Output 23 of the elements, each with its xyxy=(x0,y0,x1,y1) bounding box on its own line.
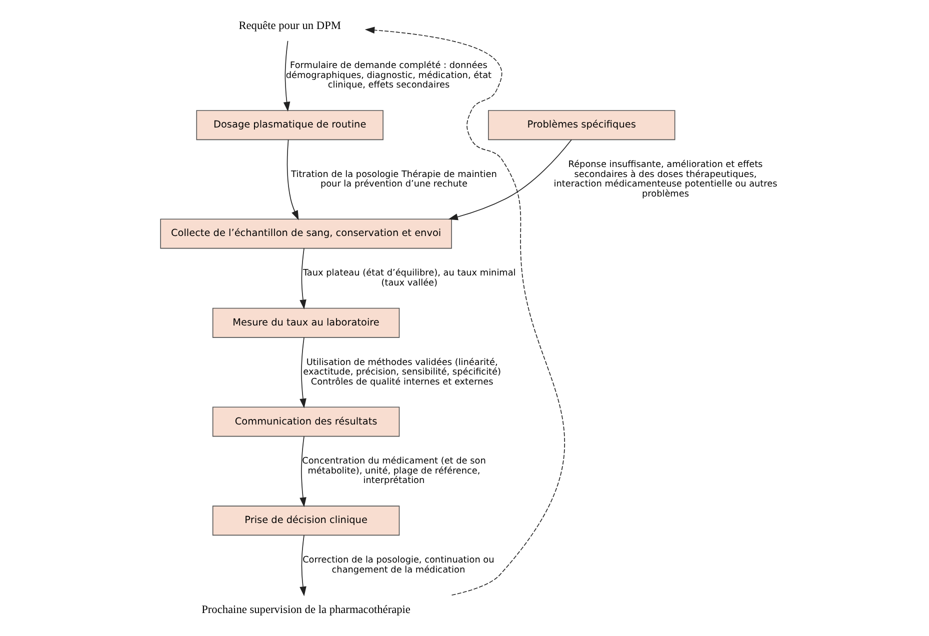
node-text: Prochaine supervision de la pharmacothérapie xyxy=(202,604,410,616)
arrow xyxy=(300,436,306,508)
edge-label: Réponse insuffisante, amélioration et effets secondaires à des doses thérapeutiques, interaction médicamenteuse potentielle ou autres problèmes xyxy=(554,160,778,200)
arrow xyxy=(448,139,572,220)
node-box: Problèmes spécifiques xyxy=(488,110,676,140)
edge-label: Utilisation de méthodes validées (linéarité, exactitude, précision, sensibilité, spécificité) Contrôles de qualité internes et externes xyxy=(303,358,502,388)
edge-label: Formulaire de demande complété : données démographiques, diagnostic, médication, état clinique, effets secondaires xyxy=(286,61,492,91)
arrow xyxy=(283,40,290,112)
node-box: Dosage plasmatique de routine xyxy=(196,110,384,140)
edge-label: Correction de la posologie, continuation ou changement de la médication xyxy=(302,556,494,576)
arrow xyxy=(364,26,565,596)
edge-label: Concentration du médicament (et de son métabolite), unité, plage de référence, interprétation xyxy=(302,456,486,486)
arrow xyxy=(286,139,299,220)
node-box: Prise de décision clinique xyxy=(212,506,400,536)
edge-label: Taux plateau (état d’équilibre), au taux minimal (taux vallée) xyxy=(302,268,516,288)
arrow xyxy=(300,248,306,310)
node-box: Collecte de l’échantillon de sang, conservation et envoi xyxy=(160,218,452,249)
node-box: Communication des résultats xyxy=(212,406,400,437)
arrow xyxy=(300,534,306,596)
node-box: Mesure du taux au laboratoire xyxy=(212,308,400,338)
arrow xyxy=(300,337,306,408)
edge-label: Titration de la posologie Thérapie de maintien pour la prévention d’une rechute xyxy=(291,170,497,190)
node-text: Requête pour un DPM xyxy=(238,20,341,32)
